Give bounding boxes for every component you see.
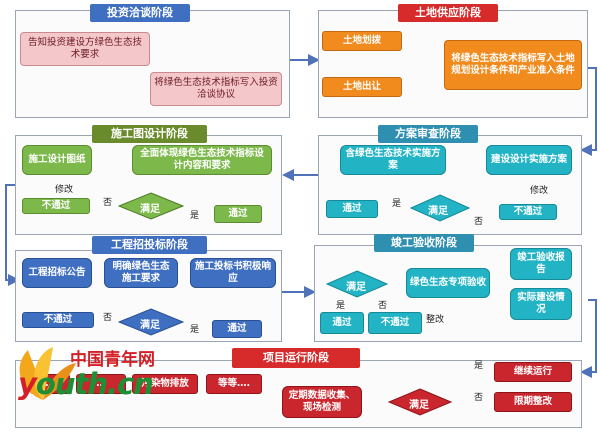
label-rectify-completion: 整改 — [426, 315, 445, 325]
decision-satisfy-design-label: 满足 — [140, 204, 160, 215]
node-design-doc: 施工设计图纸 — [22, 145, 92, 175]
node-op-item4: 等等…. — [206, 374, 262, 394]
node-bid-resp: 施工投标书积极响应 — [190, 258, 276, 288]
node-continue: 继续运行 — [494, 362, 572, 382]
label-no-completion: 否 — [378, 301, 388, 311]
node-fail-design: 不通过 — [22, 198, 90, 214]
leaf-emblem-icon — [19, 347, 76, 400]
watermark-logo-y: y — [18, 367, 37, 401]
decision-satisfy-plan — [410, 194, 470, 222]
node-fail-plan: 不通过 — [499, 204, 557, 220]
node-write-land: 将绿色生态技术指标写入土地规划设计条件和产业准入条件 — [444, 40, 582, 90]
node-green-plan: 含绿色生态技术实施方案 — [340, 145, 446, 175]
watermark-logo-rest: outh.cn — [35, 367, 154, 401]
label-no-bid: 否 — [103, 313, 113, 323]
decision-satisfy-bid — [118, 308, 184, 336]
node-inform: 告知投资建设方绿色生态技术要求 — [20, 32, 150, 66]
node-write-invest: 将绿色生态技术指标写入投资洽谈协议 — [150, 72, 282, 106]
node-full-reflect: 全面体现绿色生态技术指标设计内容和要求 — [132, 145, 272, 175]
node-clarify: 明确绿色生态施工要求 — [104, 258, 178, 288]
label-yes-design: 是 — [190, 211, 200, 221]
label-no-plan: 否 — [474, 217, 484, 227]
node-green-special: 绿色生态专项验收 — [406, 268, 490, 298]
node-monitor: 定期数据收集、现场检测 — [282, 386, 362, 418]
node-op-item2: … — [76, 374, 126, 394]
node-land-sale: 土地出让 — [322, 77, 402, 97]
node-accept-report: 竣工验收报告 — [510, 248, 572, 280]
label-yes-bid: 是 — [190, 325, 200, 335]
decision-satisfy-design — [118, 192, 184, 220]
decision-satisfy-completion-label: 满足 — [346, 282, 366, 293]
decision-satisfy-operation — [388, 388, 452, 416]
label-yes-plan: 是 — [392, 199, 402, 209]
label-modify-design: 修改 — [55, 185, 74, 195]
node-pass-completion: 通过 — [320, 312, 364, 334]
node-pass-bid: 通过 — [212, 320, 262, 338]
node-actual-status: 实际建设情况 — [510, 288, 572, 320]
stage-title-bidding: 工程招投标阶段 — [92, 236, 207, 254]
node-pass-design: 通过 — [214, 205, 262, 223]
node-fail-completion: 不通过 — [368, 312, 422, 334]
node-op-item3: 污染物排放 — [132, 374, 198, 394]
node-rectify: 限期整改 — [494, 392, 572, 412]
label-yes-operation: 是 — [474, 361, 484, 371]
watermark-logo: 中国青年网 youth.cn — [8, 345, 158, 427]
node-fail-bid: 不通过 — [22, 312, 94, 328]
stage-title-land: 土地供应阶段 — [398, 4, 498, 22]
node-land-alloc: 土地划拨 — [322, 31, 402, 51]
decision-satisfy-bid-label: 满足 — [140, 320, 160, 331]
decision-satisfy-completion — [326, 270, 388, 298]
node-impl-plan: 建设设计实施方案 — [486, 145, 572, 175]
watermark-logo-en: youth.cn — [18, 367, 154, 401]
stage-title-operation: 项目运行阶段 — [232, 348, 360, 368]
label-no-design: 否 — [103, 198, 113, 208]
label-modify-plan: 修改 — [530, 186, 549, 196]
node-bid-notice: 工程招标公告 — [22, 258, 92, 288]
stage-title-construction-design: 施工图设计阶段 — [92, 125, 207, 143]
label-no-operation: 否 — [474, 393, 484, 403]
decision-satisfy-operation-label: 满足 — [409, 400, 429, 411]
stage-title-completion: 竣工验收阶段 — [374, 234, 474, 252]
stage-title-plan-review: 方案审查阶段 — [378, 125, 478, 143]
stage-title-investment: 投资洽谈阶段 — [90, 4, 190, 22]
label-yes-completion: 是 — [336, 301, 346, 311]
watermark-logo-cn: 中国青年网 — [70, 350, 155, 370]
decision-satisfy-plan-label: 满足 — [428, 206, 448, 217]
node-pass-plan: 通过 — [326, 200, 378, 218]
